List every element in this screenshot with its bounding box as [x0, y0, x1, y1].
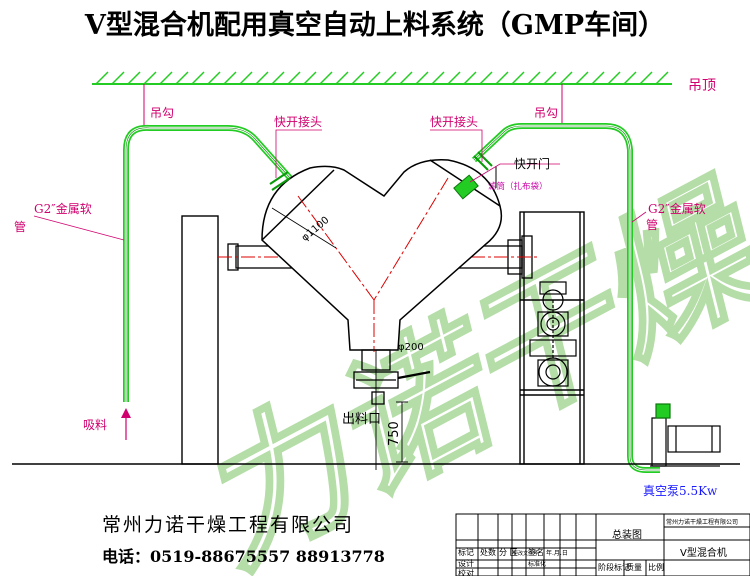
- tb-row-check: 校对: [458, 568, 474, 576]
- ceiling-hatch-mark: [383, 71, 397, 85]
- ceiling-hatch-mark: [463, 71, 477, 85]
- suction-label: 吸料: [83, 418, 107, 432]
- ceiling-hatch-mark: [319, 71, 333, 85]
- outlet-height-label: 750: [387, 421, 402, 446]
- outlet-height-dimension: [396, 401, 408, 463]
- ceiling-hatch-mark: [111, 71, 125, 85]
- ceiling-hatch-mark: [399, 71, 413, 85]
- ceiling-hatch-mark: [303, 71, 317, 85]
- ceiling-hatch-mark: [479, 71, 493, 85]
- hose-label-right-line1: G2″金属软: [648, 201, 706, 216]
- quick-joint-label-right: 快开接头: [430, 114, 478, 129]
- ceiling-hatch-mark: [639, 71, 653, 85]
- ceiling-hatch-mark: [431, 71, 445, 85]
- ceiling-hatch-mark: [207, 71, 221, 85]
- tb-header-docno: 更改文件号: [513, 550, 538, 557]
- vacuum-pump: [650, 403, 721, 467]
- ceiling-hatch-mark: [351, 71, 365, 85]
- quick-joint-right: [473, 151, 493, 171]
- ceiling-hatch-mark: [255, 71, 269, 85]
- ceiling-hatch-mark: [655, 71, 669, 85]
- tb-stage-mass: 质量: [626, 562, 642, 572]
- tb-header-count: 处数: [480, 547, 496, 557]
- ceiling-hatch-mark: [175, 71, 189, 85]
- ceiling-hatch-mark: [495, 71, 509, 85]
- motor-gearbox: [529, 281, 577, 387]
- tb-header-sign: 签名: [528, 547, 544, 557]
- tb-drawing-type: 总装图: [612, 528, 642, 541]
- right-hose: [471, 123, 660, 473]
- quick-door-label: 快开门: [514, 156, 550, 171]
- ceiling-hatch-mark: [143, 71, 157, 85]
- quick-joint-left: [269, 171, 291, 191]
- tb-header-date: 年.月.日: [546, 549, 568, 557]
- ceiling-hatch-mark: [223, 71, 237, 85]
- ceiling-hatch-mark: [159, 71, 173, 85]
- ceiling: 吊顶: [92, 71, 716, 94]
- hook-label-right: 吊勾: [534, 106, 558, 120]
- ceiling-hatch-mark: [335, 71, 349, 85]
- ceiling-hatch-mark: [367, 71, 381, 85]
- ceiling-hatch-mark: [623, 71, 637, 85]
- tb-header-zone: 分 区: [499, 548, 518, 557]
- ceiling-hatch-mark: [559, 71, 573, 85]
- hose-label-left-line1: G2″金属软: [34, 201, 92, 216]
- pump-label: 真空泵5.5Kw: [643, 484, 718, 498]
- filter-label: 滤筒（扎布袋）: [488, 181, 548, 192]
- hook-label-left: 吊勾: [150, 106, 174, 120]
- ceiling-hatch-mark: [191, 71, 205, 85]
- ceiling-hatch-mark: [543, 71, 557, 85]
- left-stand: [181, 215, 219, 465]
- page-title: V型混合机配用真空自动上料系统（GMP车间）: [84, 9, 665, 41]
- ceiling-hatch-mark: [415, 71, 429, 85]
- tb-row-std: 标准化: [528, 560, 546, 568]
- ceiling-hatch-mark: [287, 71, 301, 85]
- ceiling-hatch-mark: [127, 71, 141, 85]
- tb-product: V型混合机: [680, 546, 727, 559]
- right-frame: [519, 211, 585, 465]
- ceiling-hatch-mark: [239, 71, 253, 85]
- company-phone: 电话：0519-88675557 88913778: [102, 547, 385, 566]
- tb-row-design: 设计: [458, 558, 474, 568]
- v-vessel: [261, 159, 503, 351]
- ceiling-hatch-mark: [607, 71, 621, 85]
- tb-header-mark: 标记: [458, 547, 474, 557]
- ceiling-hatch-mark: [447, 71, 461, 85]
- ceiling-hatch-mark: [511, 71, 525, 85]
- tb-stage-scale: 比例: [648, 562, 664, 572]
- quick-joint-label-left: 快开接头: [274, 114, 322, 129]
- hose-label-right-line2: 管: [646, 217, 658, 232]
- outlet-label: 出料口: [342, 412, 381, 427]
- tb-stage-mark: 阶段标记: [598, 562, 630, 572]
- left-hose: [123, 124, 293, 402]
- ceiling-hatch-mark: [95, 71, 109, 85]
- title-block-header: 标记 处数 分 区 更改文件号 签名 年.月.日 设计 校对 标准化 总装图 常…: [458, 518, 738, 576]
- ceiling-hatch-mark: [271, 71, 285, 85]
- title-block: [455, 513, 750, 576]
- outlet-diameter-label: φ200: [398, 342, 424, 353]
- ceiling-hatch-mark: [591, 71, 605, 85]
- ceiling-hatch-mark: [575, 71, 589, 85]
- ceiling-label: 吊顶: [688, 78, 716, 94]
- ceiling-hatch-mark: [527, 71, 541, 85]
- company-name: 常州力诺干燥工程有限公司: [102, 514, 354, 536]
- tb-company-small: 常州力诺干燥工程有限公司: [666, 518, 738, 526]
- suction-arrow: [121, 408, 131, 440]
- hose-label-left-line2: 管: [14, 219, 26, 234]
